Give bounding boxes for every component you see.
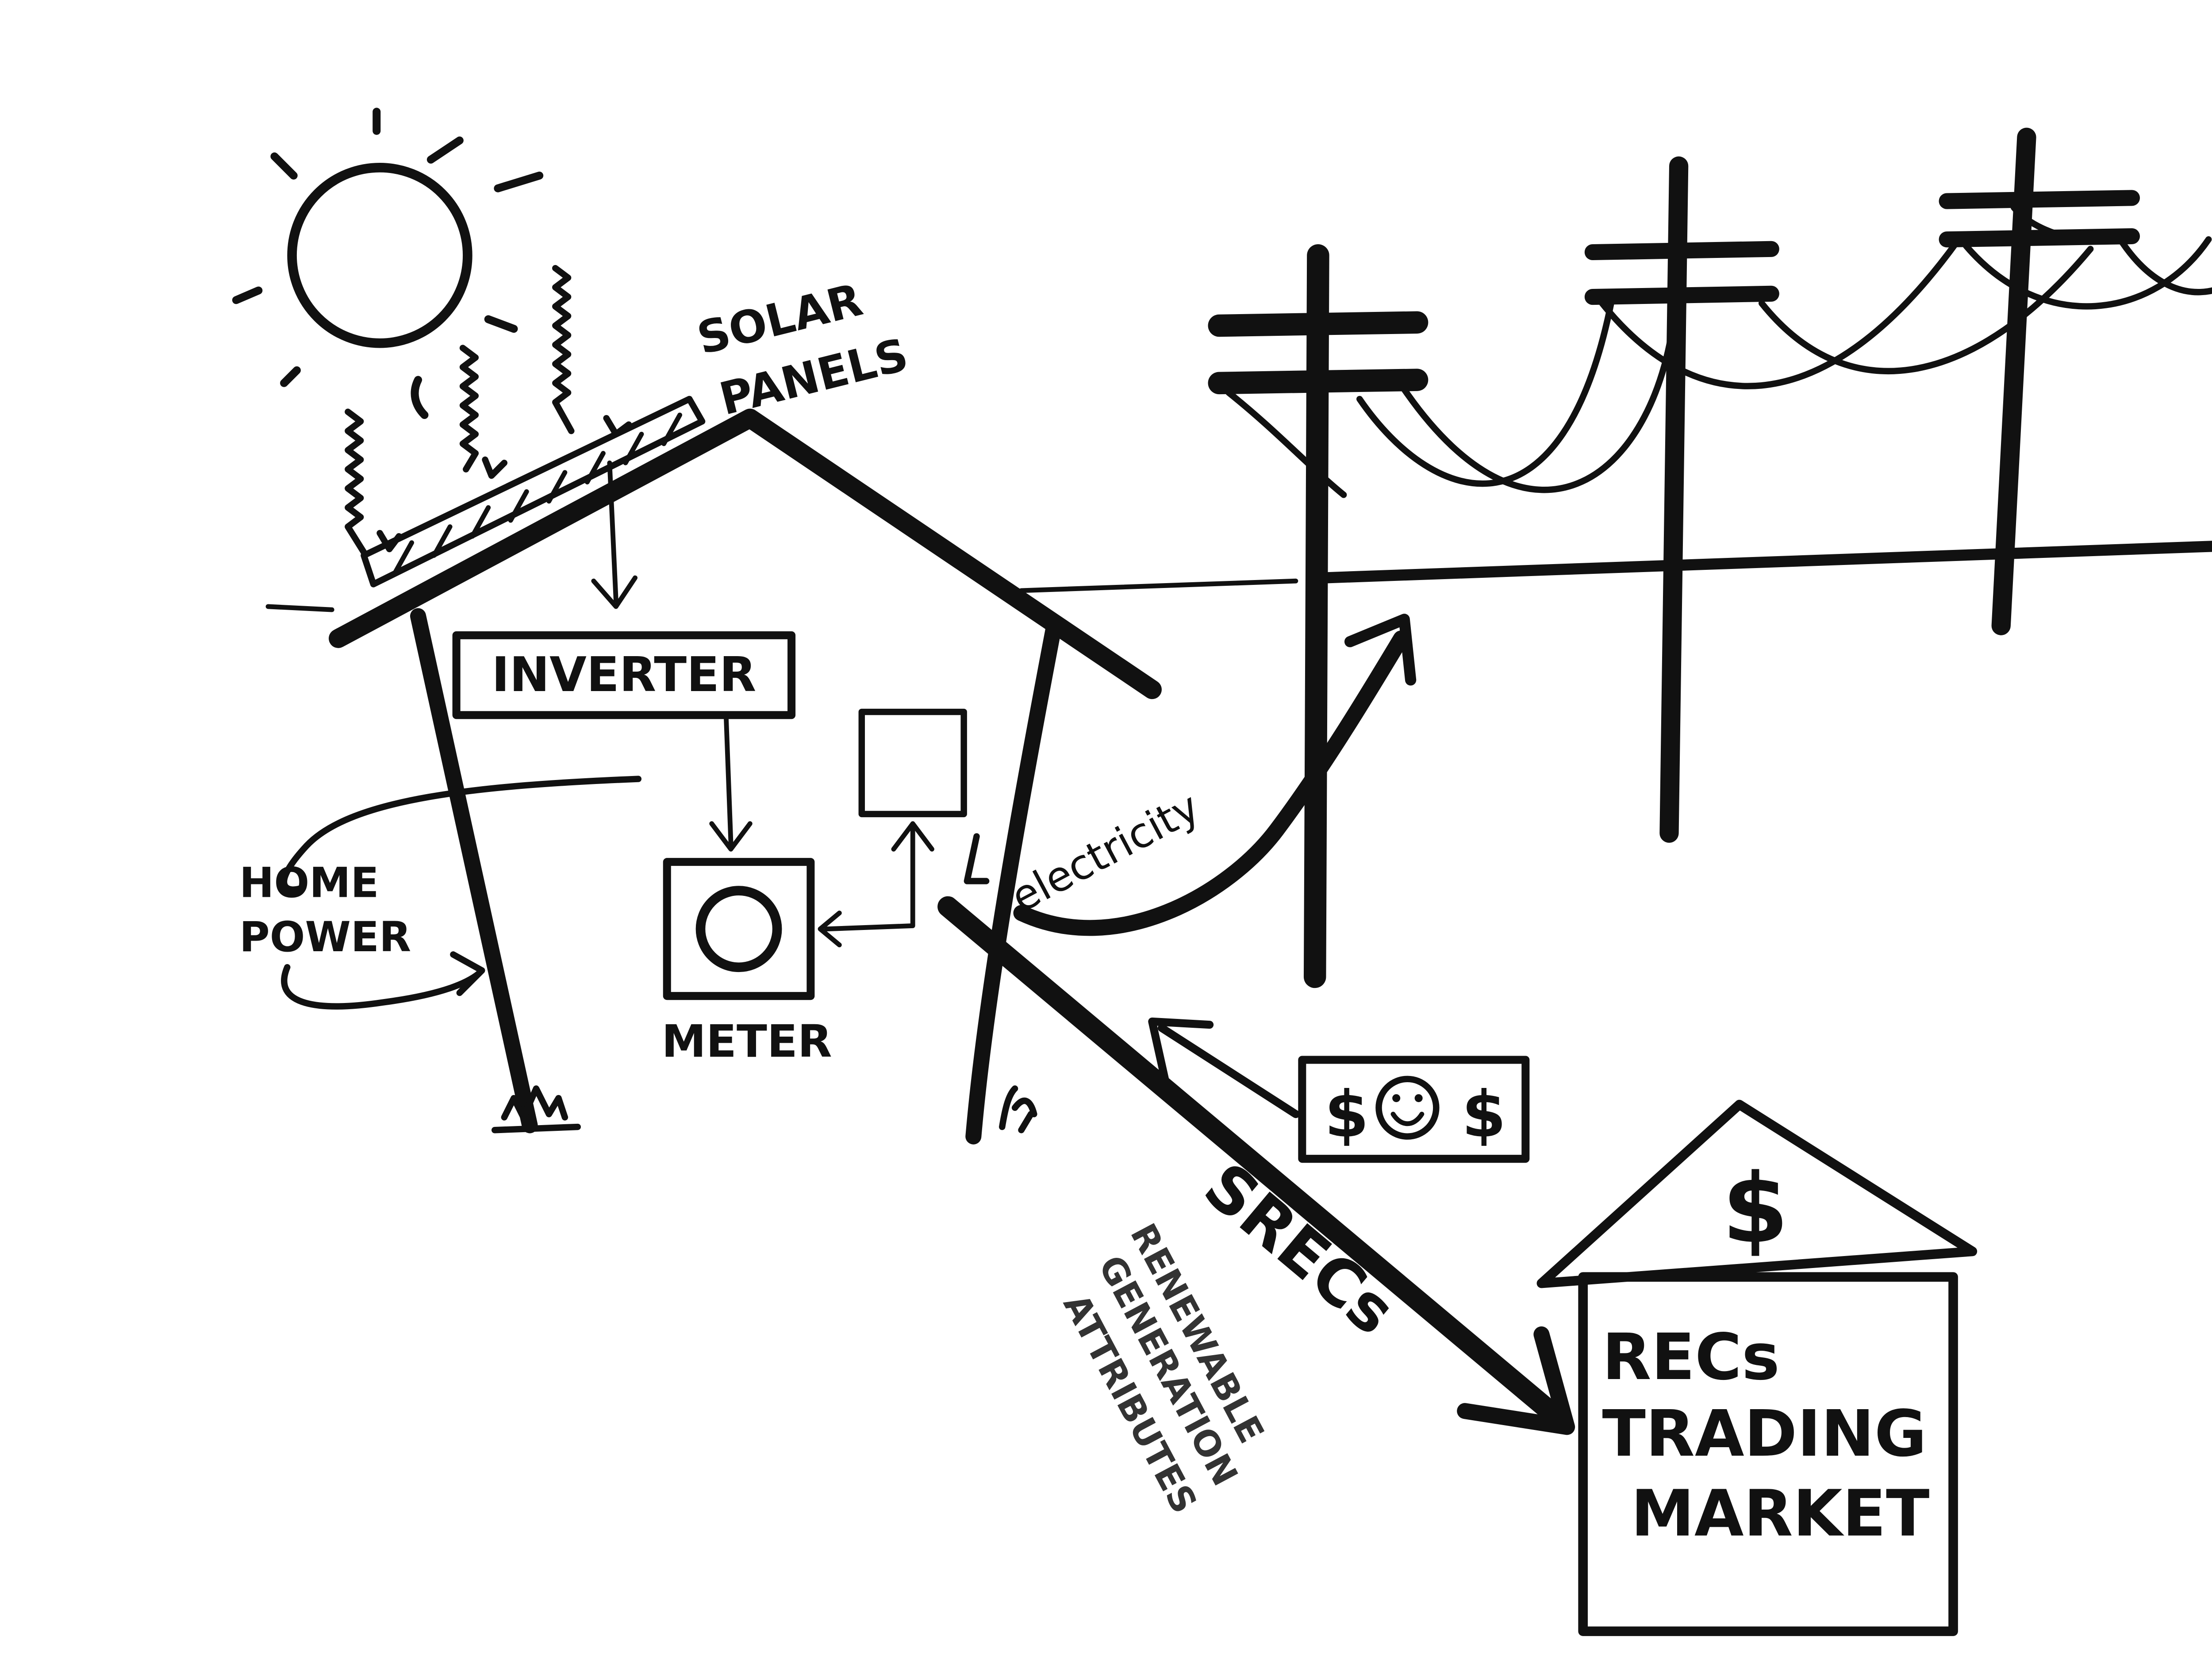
solar-panels (361, 396, 706, 588)
house (265, 408, 1298, 1145)
srecs-arrow: SRECs RENEWABLE GENERATION ATTRIBUTES (937, 896, 1575, 1520)
home-power-arrow: HOME POWER (239, 776, 642, 1010)
sun-icon (232, 108, 544, 419)
junction-box (858, 708, 967, 818)
money-arrow (1148, 1017, 1300, 1118)
recs-trading-market: $ RECs TRADING MARKET (1536, 1099, 1978, 1636)
meter: METER (662, 821, 934, 1067)
solar-panels-label: SOLAR PANELS (692, 273, 913, 425)
srecs-label: SRECs (1190, 1149, 1409, 1350)
market-label-2: TRADING (1602, 1397, 1927, 1471)
dollar-bill-left-symbol: $ (1325, 1078, 1369, 1152)
market-roof-dollar: $ (1722, 1153, 1789, 1265)
meter-dial-icon (695, 886, 782, 972)
meter-label: METER (662, 1015, 832, 1067)
home-power-label-1: HOME (239, 859, 379, 907)
market-label-3: MARKET (1631, 1477, 1929, 1551)
dollar-bill-right-symbol: $ (1462, 1078, 1506, 1152)
home-power-label-2: POWER (239, 913, 411, 961)
inverter-box: INVERTER (452, 460, 796, 852)
market-label-1: RECs (1602, 1320, 1779, 1395)
utility-pole-icon (1208, 127, 2212, 988)
smiley-face-icon (1375, 1076, 1440, 1140)
dollar-bill-icon: $ $ (1298, 1056, 1530, 1163)
inverter-label: INVERTER (492, 647, 756, 703)
